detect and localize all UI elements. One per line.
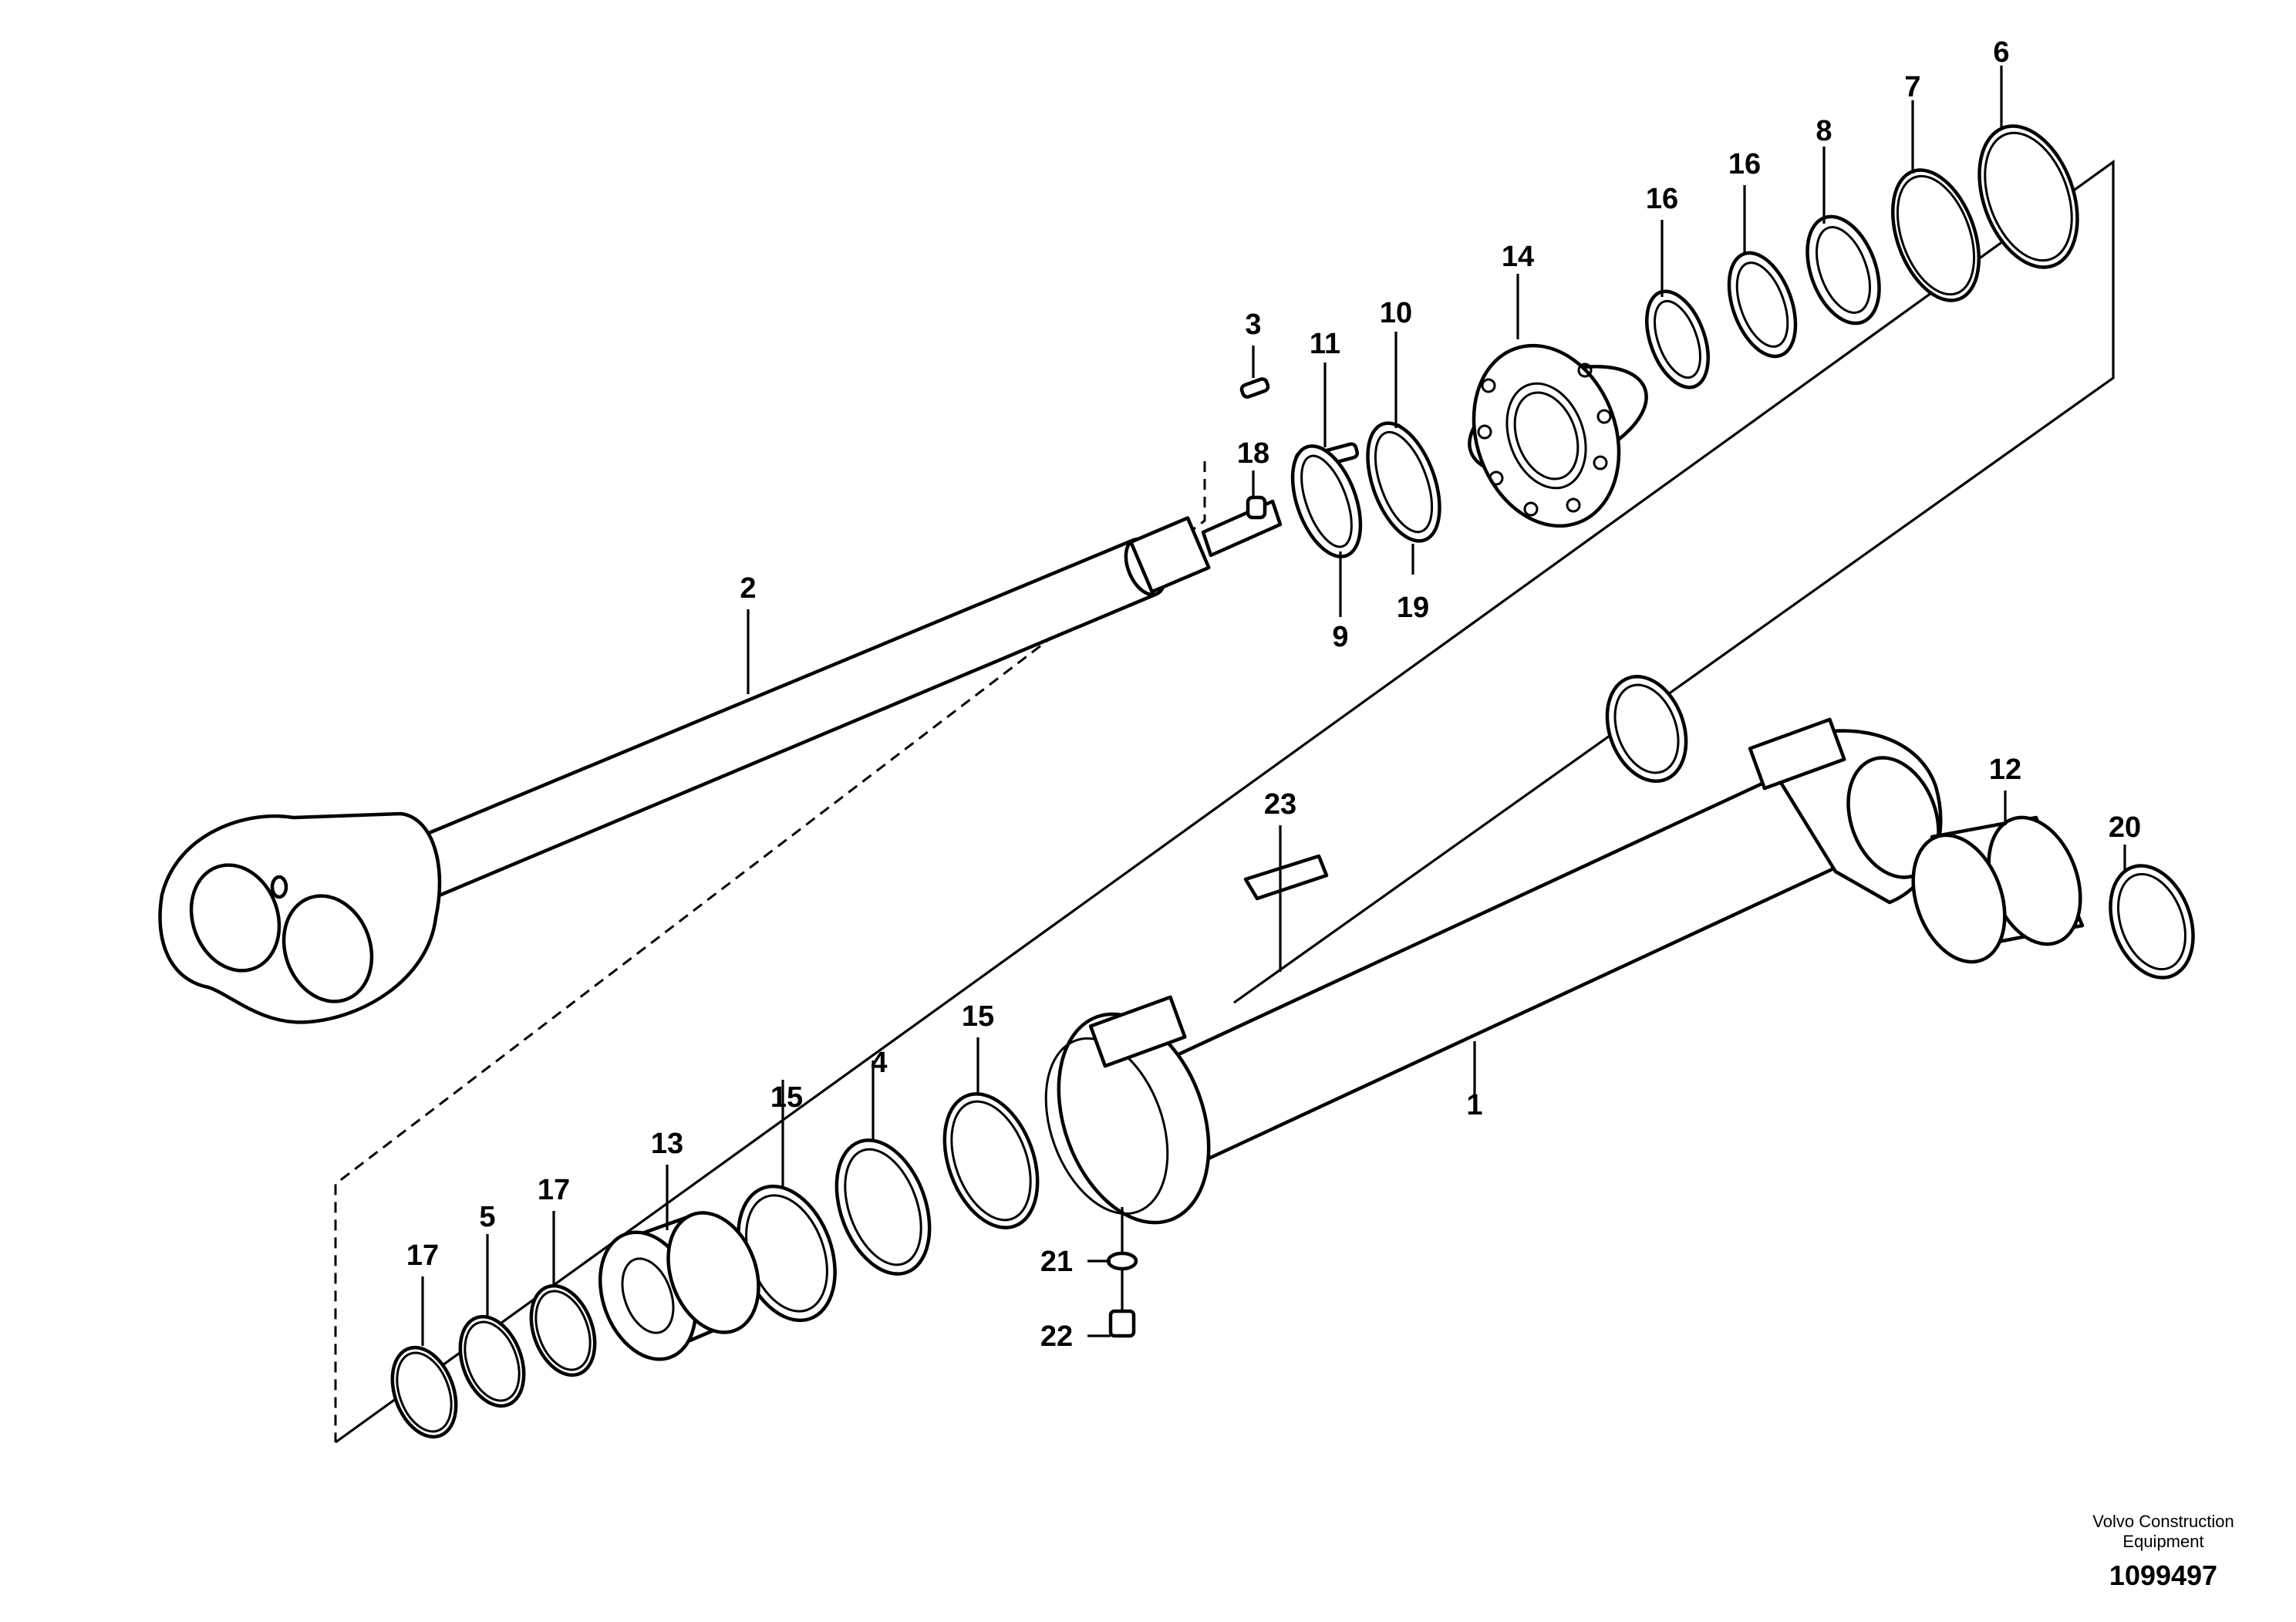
callout-7: 7 — [1904, 71, 1920, 103]
callout-8: 8 — [1816, 115, 1832, 147]
callout-6: 6 — [1993, 36, 2009, 69]
callout-18: 18 — [1237, 437, 1269, 470]
callout-16-a: 16 — [1646, 183, 1678, 215]
callout-4: 4 — [871, 1047, 887, 1079]
seal-ring-eye — [1605, 674, 2195, 980]
label-plate — [1243, 854, 1329, 901]
piston-rod — [158, 499, 1283, 1024]
cylinder-tube — [1044, 717, 1943, 1225]
callout-16-b: 16 — [1728, 148, 1761, 180]
company-line-1: Volvo Construction — [2092, 1512, 2234, 1531]
callout-3: 3 — [1245, 309, 1261, 341]
callout-17-b: 17 — [406, 1239, 439, 1272]
callout-17-a: 17 — [538, 1174, 570, 1206]
company-line-2: Equipment — [2122, 1532, 2204, 1551]
callout-11: 11 — [1310, 328, 1340, 360]
callout-20: 20 — [2109, 811, 2141, 844]
callout-2: 2 — [740, 572, 756, 605]
callout-23: 23 — [1264, 788, 1296, 821]
callout-labels: 1 2 3 4 5 6 7 8 9 10 11 12 13 14 15 15 1… — [406, 36, 2141, 1353]
callout-15-a: 15 — [962, 1000, 994, 1033]
piston-rings — [390, 1092, 1040, 1439]
drawing-footer: Volvo Construction Equipment 1099497 — [2036, 1512, 2291, 1592]
callout-10: 10 — [1380, 297, 1412, 329]
drawing-number: 1099497 — [2109, 1560, 2218, 1591]
callout-1: 1 — [1466, 1089, 1482, 1121]
callout-19: 19 — [1397, 592, 1429, 624]
leader-lines — [421, 66, 2126, 1346]
head-rings — [1645, 124, 2079, 389]
callout-5: 5 — [479, 1201, 495, 1233]
callout-13: 13 — [651, 1128, 683, 1160]
assembly-frame — [334, 159, 2115, 1444]
callout-14: 14 — [1502, 241, 1534, 273]
seal-rings-head — [1290, 421, 1441, 558]
callout-15-b: 15 — [770, 1081, 803, 1114]
cylinder-head — [1468, 343, 1648, 528]
callout-9: 9 — [1332, 621, 1348, 653]
callout-21: 21 — [1040, 1246, 1073, 1278]
lock-screw — [1239, 377, 1270, 520]
callout-22: 22 — [1040, 1320, 1073, 1353]
callout-12: 12 — [1989, 754, 2021, 786]
bushing — [1911, 815, 2085, 964]
